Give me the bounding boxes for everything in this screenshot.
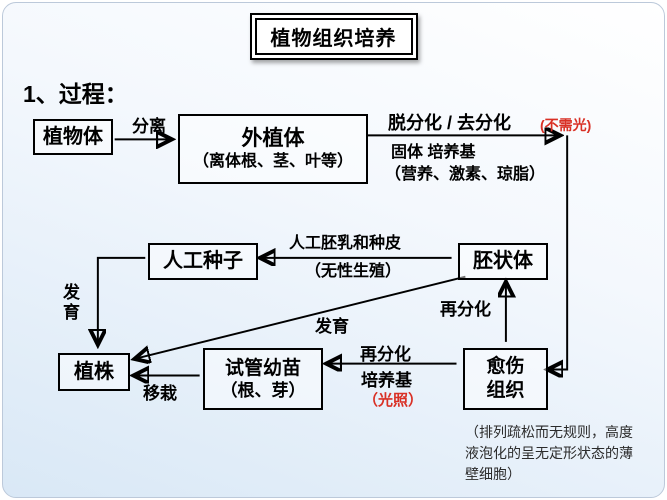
- box-explant: 外植体 （离体根、茎、叶等）: [178, 114, 368, 184]
- label-artificial-endosperm: 人工胚乳和种皮: [289, 235, 402, 252]
- section-label: 1、过程：: [23, 81, 128, 107]
- box-embryoid: 胚状体: [458, 243, 548, 280]
- label-redifferentiation-bottom: 再分化: [360, 345, 411, 364]
- label-solid-medium: 固体 培养基: [391, 144, 476, 161]
- label-asexual-reproduction: （无性生殖）: [305, 263, 402, 280]
- box-plant-body-label: 植物体: [43, 125, 103, 148]
- label-dedifferentiation: 脱分化 / 去分化: [388, 113, 512, 133]
- box-tube-seedling-title: 试管幼苗: [224, 357, 301, 379]
- arrow-seed-development-to-plantlet: [98, 256, 146, 344]
- label-light-required: （光照）: [363, 392, 424, 409]
- box-plantlet-label: 植株: [74, 360, 114, 383]
- label-transplant: 移栽: [143, 384, 177, 403]
- label-development-left: 发 育: [63, 283, 80, 322]
- label-separation: 分离: [132, 117, 166, 136]
- box-tube-seedling: 试管幼苗 （根、芽）: [203, 348, 323, 410]
- box-embryoid-label: 胚状体: [473, 250, 533, 272]
- label-redifferentiation-right: 再分化: [440, 300, 491, 319]
- box-explant-title: 外植体: [241, 126, 305, 150]
- page-title: 植物组织培养: [254, 18, 413, 55]
- line-dedifferentiation-to-callus: [548, 135, 569, 369]
- callus-note: （排列疏松而无规则，高度 液泡化的呈无定形状态的薄 壁细胞）: [465, 424, 633, 482]
- box-explant-subtitle: （离体根、茎、叶等）: [192, 153, 353, 171]
- box-artificial-seed: 人工种子: [148, 243, 258, 280]
- label-medium-components: （营养、激素、琼脂）: [385, 166, 546, 183]
- box-plant-body: 植物体: [33, 119, 113, 155]
- box-plantlet: 植株: [58, 353, 130, 391]
- label-development-diagonal: 发育: [315, 317, 349, 336]
- label-no-light: (不需光): [540, 117, 592, 133]
- box-tube-seedling-subtitle: （根、芽）: [220, 381, 306, 401]
- label-medium-bottom: 培养基: [361, 371, 412, 390]
- title-box: 植物组织培养: [249, 13, 418, 60]
- arrow-embryoid-development-to-plantlet: [135, 275, 466, 359]
- box-callus-label: 愈伤 组织: [486, 356, 525, 401]
- box-artificial-seed-label: 人工种子: [163, 250, 243, 272]
- box-callus: 愈伤 组织: [463, 348, 548, 410]
